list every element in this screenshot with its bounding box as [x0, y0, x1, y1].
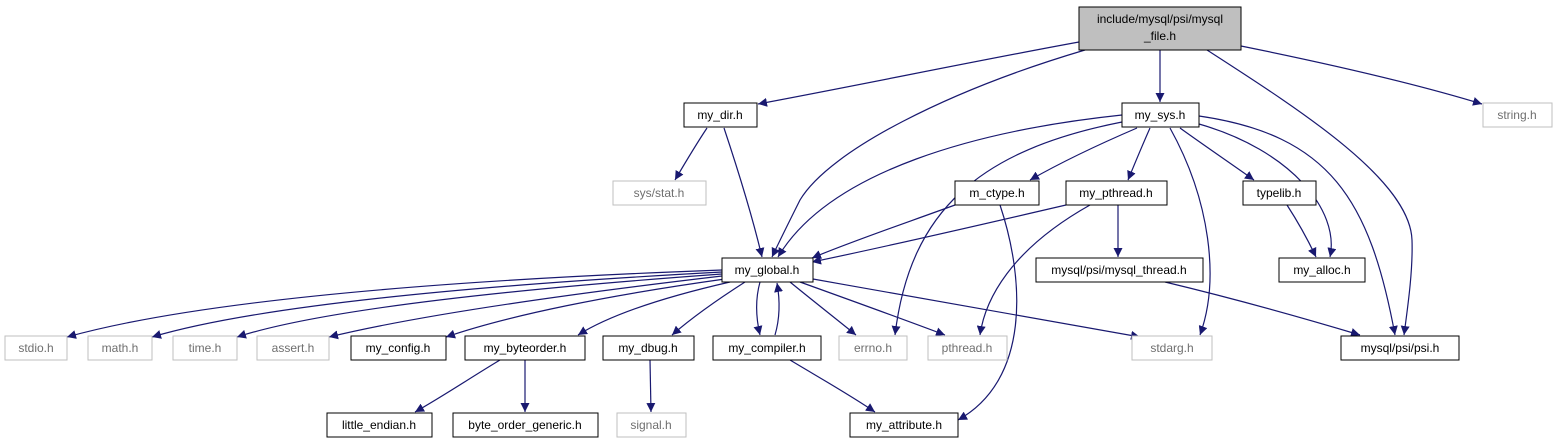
edge-my-dir-to-sys-stat: [674, 127, 708, 181]
edge-my-global-to-stdio: [66, 269, 723, 339]
node-byte-order-generic-label: byte_order_generic.h: [468, 418, 581, 432]
node-sys-stat-label: sys/stat.h: [634, 186, 685, 200]
node-my-pthread-label: my_pthread.h: [1079, 186, 1152, 200]
edge-root-to-my-dir: [757, 41, 1080, 107]
node-my-dbug[interactable]: my_dbug.h: [602, 335, 695, 361]
node-stdarg[interactable]: stdarg.h: [1131, 335, 1213, 361]
node-math-label: math.h: [102, 341, 139, 355]
node-signal[interactable]: signal.h: [616, 412, 687, 438]
node-mysql-thread[interactable]: mysql/psi/mysql_thread.h: [1035, 257, 1204, 283]
node-my-alloc[interactable]: my_alloc.h: [1278, 257, 1366, 283]
node-my-attribute-label: my_attribute.h: [866, 418, 942, 432]
edge-my-global-to-stdarg: [812, 278, 1141, 340]
edge-my-global-to-my-config: [445, 278, 726, 339]
edge-m-ctype-to-my-global: [811, 204, 956, 259]
edge-my-global-to-my-dbug: [671, 281, 746, 336]
edge-my-sys-to-psi: [1198, 115, 1398, 336]
node-m-ctype[interactable]: m_ctype.h: [954, 180, 1040, 206]
node-stdio[interactable]: stdio.h: [4, 335, 68, 361]
node-my-byteorder[interactable]: my_byteorder.h: [464, 335, 586, 361]
node-my-dir[interactable]: my_dir.h: [683, 102, 758, 128]
node-stdio-label: stdio.h: [18, 341, 53, 355]
node-my-byteorder-label: my_byteorder.h: [484, 341, 567, 355]
node-my-global[interactable]: my_global.h: [721, 257, 814, 283]
edge-my-sys-to-stdarg: [1169, 127, 1211, 336]
node-pthread-label: pthread.h: [942, 341, 993, 355]
edge-m-ctype-to-my-attribute: [957, 204, 1018, 421]
edge-root-to-psi: [1206, 49, 1413, 336]
edge-my-global-to-pthread: [799, 281, 946, 337]
edge-my-compiler-to-my-attribute: [789, 359, 876, 413]
node-errno[interactable]: errno.h: [838, 335, 908, 361]
edge-typelib-to-my-alloc: [1286, 204, 1317, 258]
node-psi[interactable]: mysql/psi/psi.h: [1340, 335, 1460, 361]
node-my-compiler[interactable]: my_compiler.h: [712, 335, 822, 361]
node-my-sys[interactable]: my_sys.h: [1121, 102, 1200, 128]
node-errno-label: errno.h: [854, 341, 892, 355]
edge-my-global-to-my-compiler: [753, 281, 763, 336]
node-stdarg-label: stdarg.h: [1150, 341, 1193, 355]
edge-my-pthread-to-pthread: [976, 204, 1091, 336]
edge-my-byteorder-to-little-endian: [414, 359, 501, 413]
node-signal-label: signal.h: [630, 418, 671, 432]
node-my-compiler-label: my_compiler.h: [728, 341, 805, 355]
node-little-endian[interactable]: little_endian.h: [326, 412, 433, 438]
node-m-ctype-label: m_ctype.h: [969, 186, 1024, 200]
edges-layer: [66, 41, 1483, 421]
node-assert[interactable]: assert.h: [256, 335, 330, 361]
node-root-label-1: include/mysql/psi/mysql: [1097, 12, 1223, 26]
node-my-dir-label: my_dir.h: [697, 108, 742, 122]
edge-my-global-to-assert: [328, 275, 723, 340]
node-string[interactable]: string.h: [1482, 102, 1553, 128]
edge-my-compiler-to-my-global: [774, 282, 783, 336]
node-sys-stat[interactable]: sys/stat.h: [612, 180, 707, 206]
edge-my-global-to-math: [151, 271, 723, 339]
edge-my-global-to-errno: [789, 281, 857, 336]
edge-my-global-to-my-byteorder: [577, 281, 731, 336]
edge-my-sys-to-typelib: [1179, 127, 1255, 181]
edge-my-dbug-to-signal: [646, 359, 656, 413]
edge-mysql-thread-to-psi: [1164, 281, 1361, 337]
node-my-attribute[interactable]: my_attribute.h: [849, 412, 959, 438]
node-pthread[interactable]: pthread.h: [927, 335, 1008, 361]
node-typelib[interactable]: typelib.h: [1242, 180, 1317, 206]
node-psi-label: mysql/psi/psi.h: [1361, 341, 1440, 355]
node-time-label: time.h: [189, 341, 222, 355]
node-my-config[interactable]: my_config.h: [350, 335, 447, 361]
edge-my-sys-to-m-ctype: [1029, 127, 1138, 181]
edge-root-to-my-global: [771, 49, 1086, 258]
node-root-label-2: _file.h: [1143, 29, 1176, 43]
node-typelib-label: typelib.h: [1257, 186, 1302, 200]
node-root[interactable]: include/mysql/psi/mysql _file.h: [1078, 6, 1242, 51]
node-byte-order-generic[interactable]: byte_order_generic.h: [452, 412, 599, 438]
node-math[interactable]: math.h: [87, 335, 153, 361]
node-little-endian-label: little_endian.h: [342, 418, 416, 432]
node-mysql-thread-label: mysql/psi/mysql_thread.h: [1051, 263, 1186, 277]
edge-my-sys-to-my-global: [777, 114, 1123, 258]
node-my-sys-label: my_sys.h: [1135, 108, 1186, 122]
node-my-global-label: my_global.h: [735, 263, 800, 277]
node-my-pthread[interactable]: my_pthread.h: [1065, 180, 1168, 206]
edge-my-pthread-to-my-global: [811, 204, 1067, 265]
node-my-dbug-label: my_dbug.h: [618, 341, 677, 355]
edge-my-global-to-time: [236, 273, 723, 339]
edge-my-sys-to-my-pthread: [1127, 127, 1151, 181]
edge-my-dir-to-my-global: [723, 127, 765, 258]
node-time[interactable]: time.h: [172, 335, 238, 361]
node-assert-label: assert.h: [272, 341, 315, 355]
edge-root-to-string: [1240, 45, 1483, 106]
node-my-alloc-label: my_alloc.h: [1293, 263, 1350, 277]
node-string-label: string.h: [1497, 108, 1536, 122]
node-my-config-label: my_config.h: [366, 341, 431, 355]
